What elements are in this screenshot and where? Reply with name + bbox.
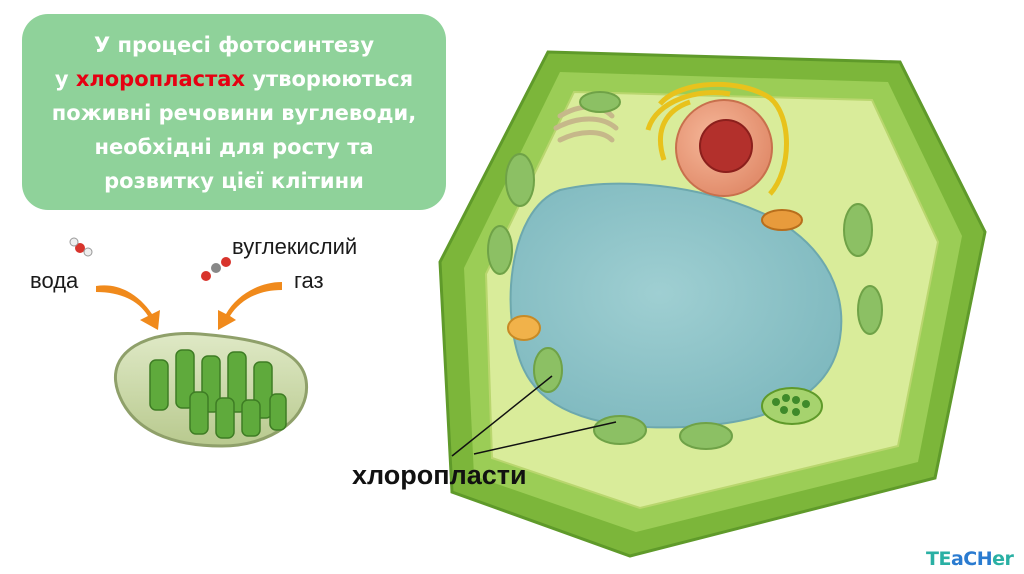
water-label: вода xyxy=(30,268,78,294)
co2-label-line-2: газ xyxy=(294,268,324,294)
amyloplast xyxy=(508,316,540,340)
teacher-logo: TEaCHer xyxy=(926,548,1013,570)
logo-part-2: aCH xyxy=(951,548,992,570)
chloroplasts-label: хлоропласти xyxy=(352,460,527,491)
co2-molecule-icon xyxy=(201,257,231,281)
co2-label-line-1: вуглекислий xyxy=(232,234,357,260)
water-arrow xyxy=(96,285,160,330)
water-molecule-icon xyxy=(70,238,92,256)
nucleolus xyxy=(700,120,752,172)
logo-part-3: er xyxy=(992,548,1013,570)
chloroplast-illustration xyxy=(115,333,306,446)
chloroplast-detail xyxy=(762,388,822,424)
logo-part-1: TE xyxy=(926,548,951,570)
mitochondrion xyxy=(762,210,802,230)
co2-arrow xyxy=(218,282,282,330)
